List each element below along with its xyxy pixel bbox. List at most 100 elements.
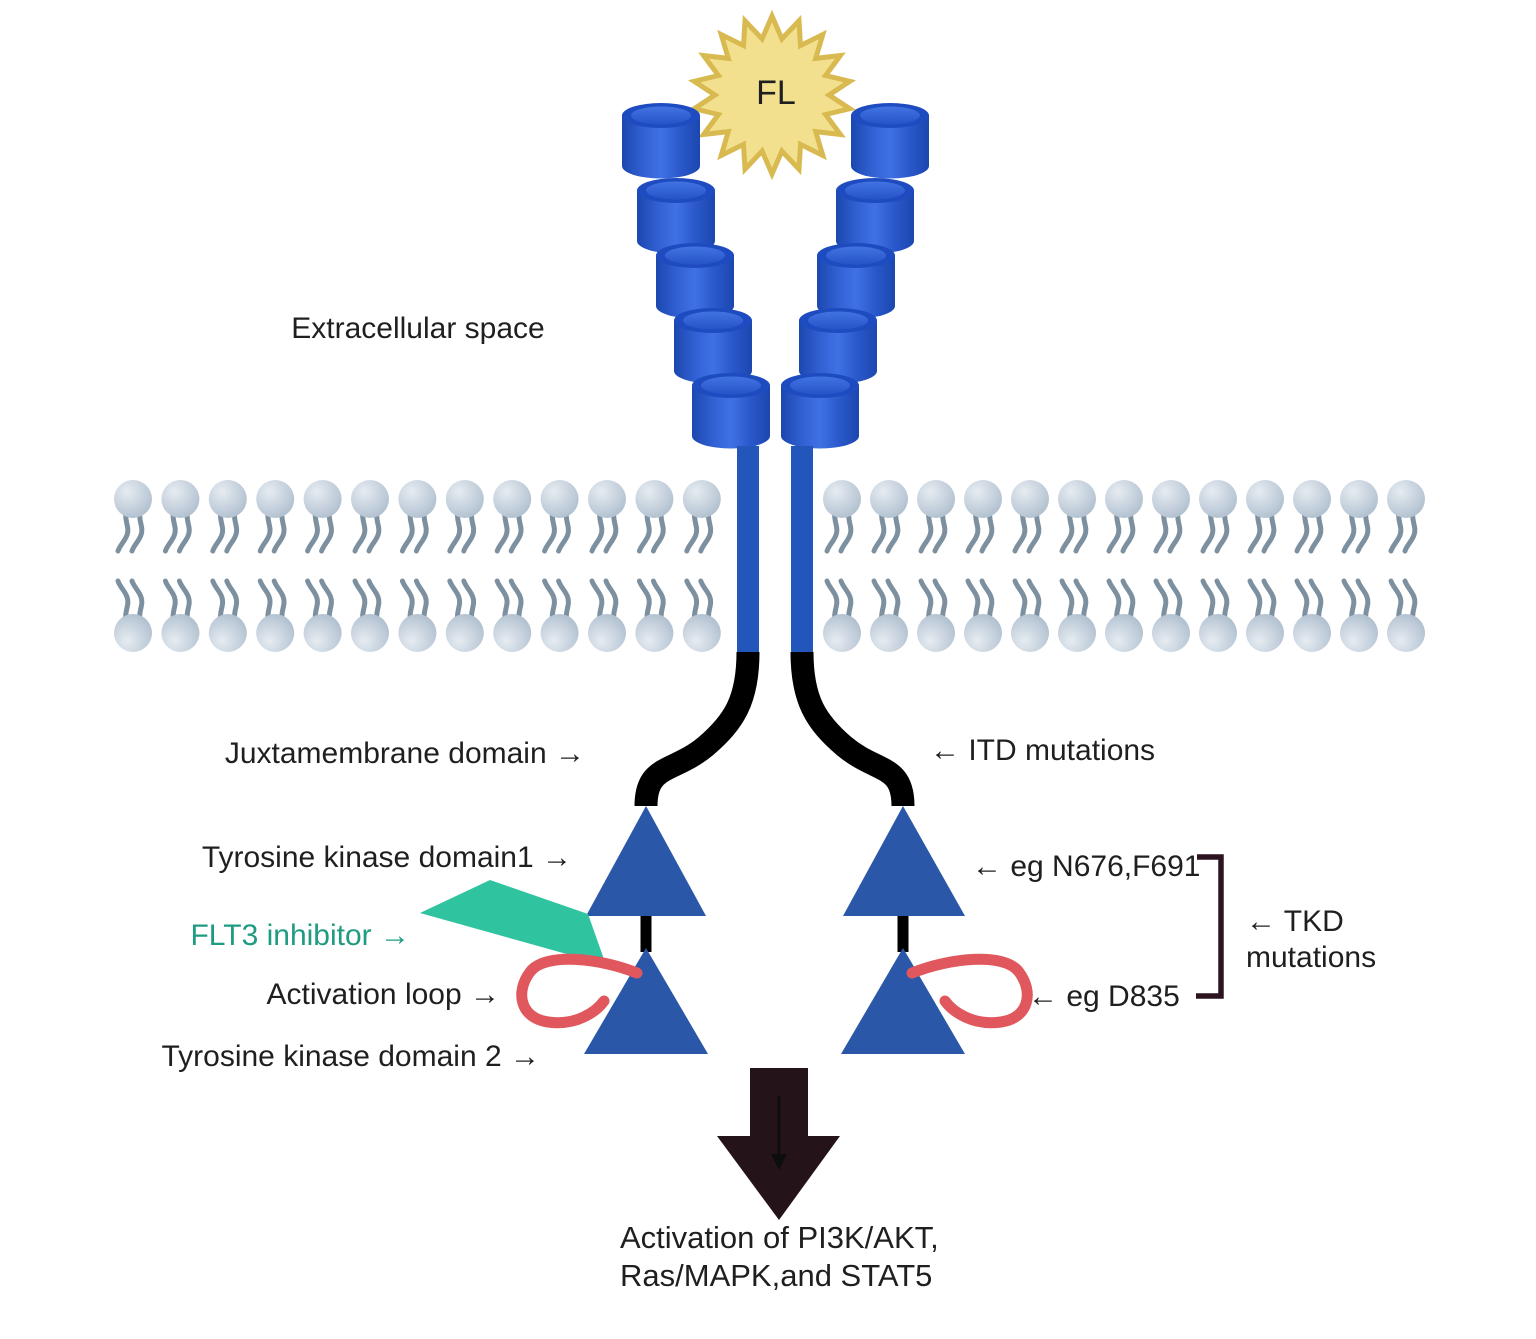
- phospholipid-top: [398, 480, 436, 551]
- tkd2-label: Tyrosine kinase domain 2 →: [161, 1040, 540, 1073]
- phospholipid-top: [1199, 480, 1237, 551]
- phospholipid-top: [1246, 480, 1284, 551]
- phospholipid-top: [1293, 480, 1331, 551]
- phospholipid-bottom: [161, 581, 199, 652]
- phospholipid-top: [1387, 480, 1425, 551]
- signal-arrow: [717, 1068, 840, 1220]
- phospholipid-bottom: [588, 581, 626, 652]
- fl-ligand-starburst: FL: [688, 9, 856, 181]
- phospholipid-top: [256, 480, 294, 551]
- phospholipid-bottom: [1058, 581, 1096, 652]
- right-activation-loop: [906, 953, 1033, 1029]
- phospholipid-top: [446, 480, 484, 551]
- tkd-mutations-label-line2: mutations: [1246, 941, 1376, 974]
- flt3-inhibitor-wedge: [420, 880, 606, 965]
- right-tkd2-triangle: [841, 948, 965, 1054]
- tkd-mutations-label-line1: ← TKD: [1246, 905, 1344, 938]
- phospholipid-bottom: [1011, 581, 1049, 652]
- juxtamembrane-domain-label: Juxtamembrane domain →: [225, 737, 585, 770]
- left-ig-domain-cylinder: [622, 103, 700, 179]
- itd-mutations-label: ← ITD mutations: [930, 734, 1155, 767]
- phospholipid-bottom: [870, 581, 908, 652]
- phospholipid-top: [1011, 480, 1049, 551]
- extracellular-space-label: Extracellular space: [291, 312, 544, 345]
- activation-loops: [516, 953, 1033, 1029]
- activation-loop-label: Activation loop →: [267, 978, 500, 1011]
- phospholipid-bottom: [1105, 581, 1143, 652]
- right-ig-domain-cylinder: [781, 373, 859, 449]
- phospholipid-top: [161, 480, 199, 551]
- phospholipid-top: [823, 480, 861, 551]
- left-ig-domain-cylinder: [674, 308, 752, 384]
- fl-ligand-label: FL: [756, 74, 796, 112]
- right-juxtamembrane-curve: [790, 651, 915, 807]
- phospholipid-bottom: [493, 581, 531, 652]
- phospholipid-top: [304, 480, 342, 551]
- phospholipid-bottom: [635, 581, 673, 652]
- tkd1-label: Tyrosine kinase domain1 →: [202, 841, 572, 874]
- left-activation-loop: [516, 953, 643, 1029]
- left-tkd2-triangle: [584, 948, 708, 1054]
- phospholipid-top: [635, 480, 673, 551]
- right-ig-domain-cylinder: [836, 178, 914, 254]
- phospholipid-bottom: [1199, 581, 1237, 652]
- phospholipid-bottom: [304, 581, 342, 652]
- phospholipid-top: [1105, 480, 1143, 551]
- phospholipid-bottom: [917, 581, 955, 652]
- flt3-inhibitor-label: FLT3 inhibitor →: [190, 919, 410, 952]
- phospholipid-top: [114, 480, 152, 551]
- phospholipid-bottom: [398, 581, 436, 652]
- starburst-shape: [688, 9, 856, 181]
- phospholipid-top: [1152, 480, 1190, 551]
- right-ig-domain-cylinder: [799, 308, 877, 384]
- activation-caption-line2: Ras/MAPK,and STAT5: [620, 1258, 932, 1293]
- phospholipid-top: [870, 480, 908, 551]
- phospholipid-bottom: [823, 581, 861, 652]
- phospholipid-bottom: [541, 581, 579, 652]
- right-ig-domain-cylinder: [851, 103, 929, 179]
- inner-arrow-head: [771, 1154, 787, 1170]
- phospholipid-top: [964, 480, 1002, 551]
- phospholipid-top: [683, 480, 721, 551]
- juxtamembrane-domains: [634, 651, 915, 807]
- phospholipid-bottom: [1246, 581, 1284, 652]
- left-ig-domain-cylinder: [637, 178, 715, 254]
- phospholipid-bottom: [351, 581, 389, 652]
- phospholipid-top: [541, 480, 579, 551]
- phospholipid-bottom: [114, 581, 152, 652]
- left-tkd1-triangle: [586, 806, 706, 916]
- right-transmembrane-stalk: [791, 446, 813, 656]
- phospholipid-top: [1340, 480, 1378, 551]
- phospholipid-bottom: [1340, 581, 1378, 652]
- d835-label: ← eg D835: [1028, 980, 1180, 1013]
- lipid-bilayer-membrane: [114, 480, 1425, 652]
- labels: Extracellular space Juxtamembrane domain…: [161, 312, 1376, 1293]
- left-ig-domain-cylinder: [656, 243, 734, 319]
- phospholipid-top: [493, 480, 531, 551]
- phospholipid-bottom: [1387, 581, 1425, 652]
- phospholipid-top: [351, 480, 389, 551]
- activation-caption-line1: Activation of PI3K/AKT,: [620, 1220, 939, 1255]
- phospholipid-bottom: [256, 581, 294, 652]
- left-transmembrane-stalk: [737, 446, 759, 656]
- phospholipid-top: [917, 480, 955, 551]
- left-juxtamembrane-curve: [634, 651, 760, 807]
- phospholipid-bottom: [683, 581, 721, 652]
- phospholipid-bottom: [446, 581, 484, 652]
- right-kinase-linker: [897, 914, 909, 952]
- phospholipid-bottom: [1293, 581, 1331, 652]
- left-kinase-linker: [640, 914, 652, 952]
- left-ig-domain-cylinder: [692, 373, 770, 449]
- n676-f691-label: ← eg N676,F691: [972, 850, 1200, 883]
- phospholipid-bottom: [209, 581, 247, 652]
- right-tkd1-triangle: [843, 806, 965, 916]
- right-ig-domain-cylinder: [817, 243, 895, 319]
- phospholipid-bottom: [964, 581, 1002, 652]
- phospholipid-top: [588, 480, 626, 551]
- transmembrane-stalks: [737, 446, 813, 656]
- phospholipid-top: [1058, 480, 1096, 551]
- phospholipid-bottom: [1152, 581, 1190, 652]
- tkd-mutations-bracket: [1196, 854, 1224, 999]
